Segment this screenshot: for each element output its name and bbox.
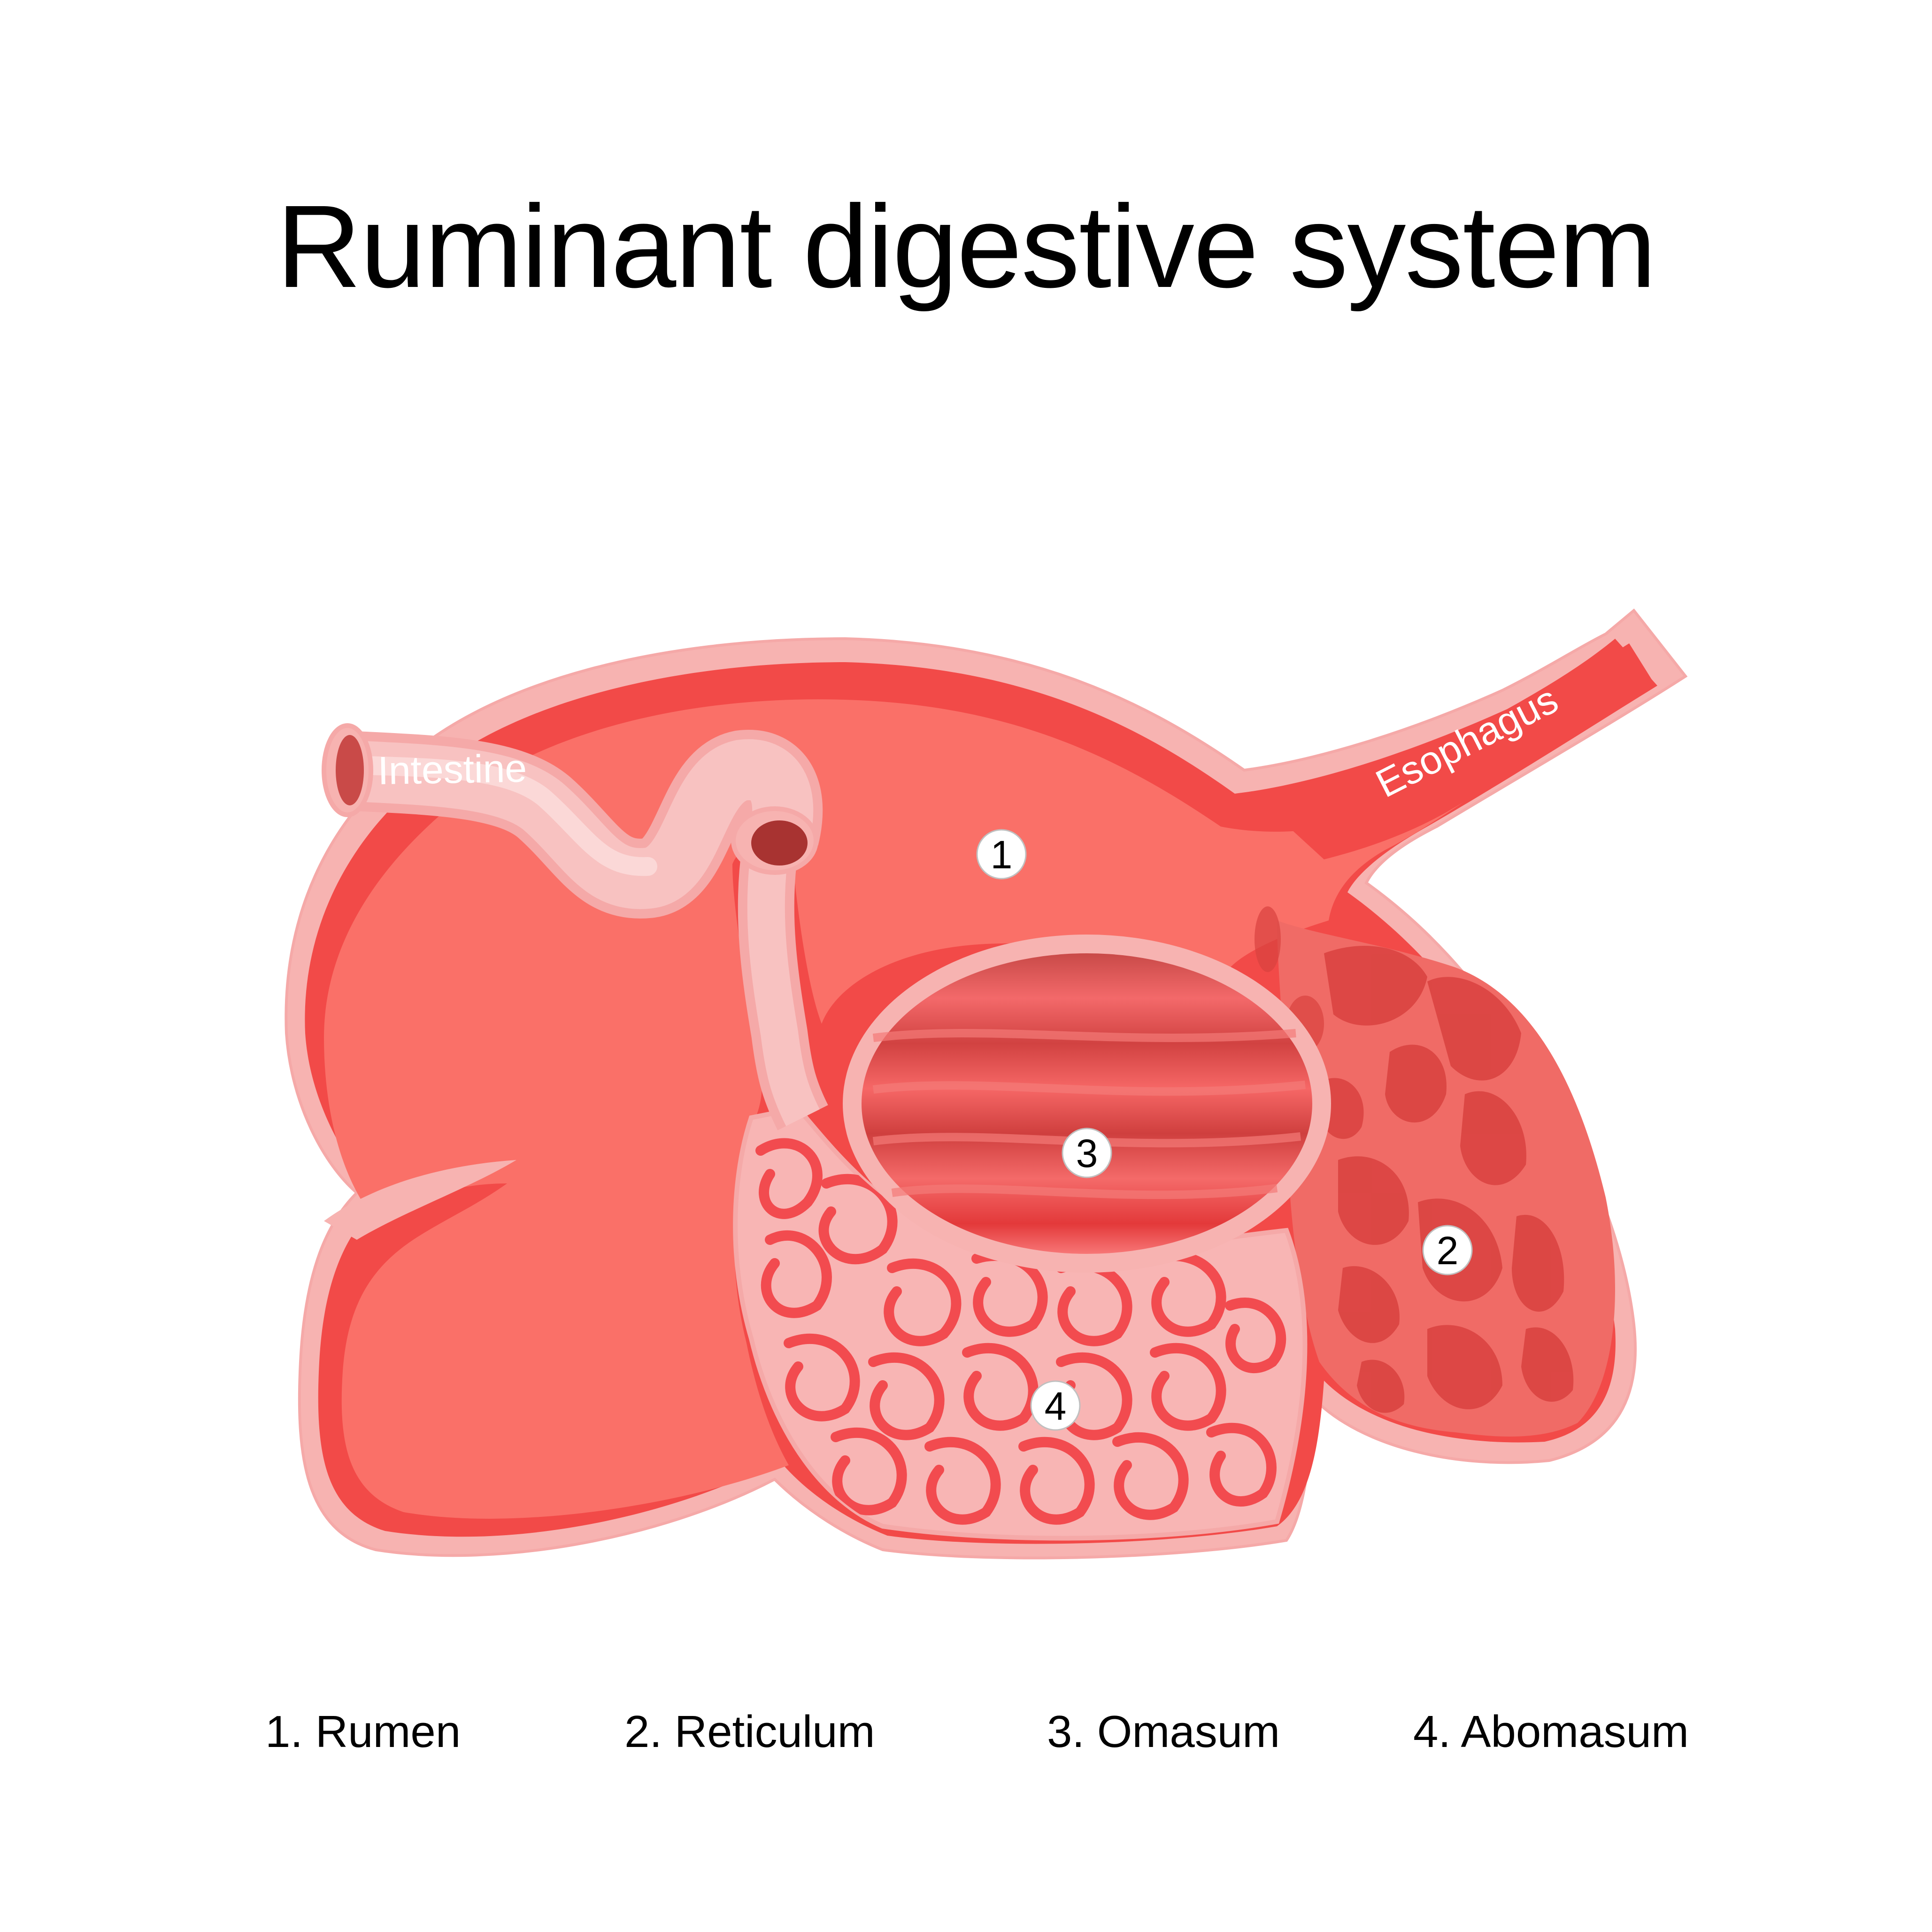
legend-abomasum: 4. Abomasum — [1413, 1707, 1689, 1757]
intestine-tube — [322, 723, 823, 919]
marker-2: 2 — [1422, 1225, 1473, 1275]
rumen-fold — [324, 1160, 516, 1240]
intestine-label: Intestine — [377, 746, 527, 793]
legend-omasum: 3. Omasum — [1047, 1707, 1280, 1757]
reticulum-region — [1255, 906, 1615, 1437]
omasum-connector-tube — [731, 806, 828, 1130]
esophagus-tube — [1268, 643, 1653, 859]
abomasum-region — [733, 1105, 1308, 1541]
svg-text:2: 2 — [1437, 1229, 1459, 1273]
svg-text:4: 4 — [1045, 1384, 1067, 1428]
marker-1: 1 — [976, 829, 1027, 880]
omasum-region — [843, 935, 1331, 1273]
legend-reticulum: 2. Reticulum — [624, 1707, 875, 1757]
svg-text:1: 1 — [991, 833, 1013, 877]
svg-text:3: 3 — [1076, 1131, 1098, 1175]
marker-4: 4 — [1030, 1380, 1081, 1431]
page-title: Ruminant digestive system — [276, 181, 1656, 312]
legend-rumen: 1. Rumen — [265, 1707, 461, 1757]
marker-3: 3 — [1062, 1128, 1112, 1178]
